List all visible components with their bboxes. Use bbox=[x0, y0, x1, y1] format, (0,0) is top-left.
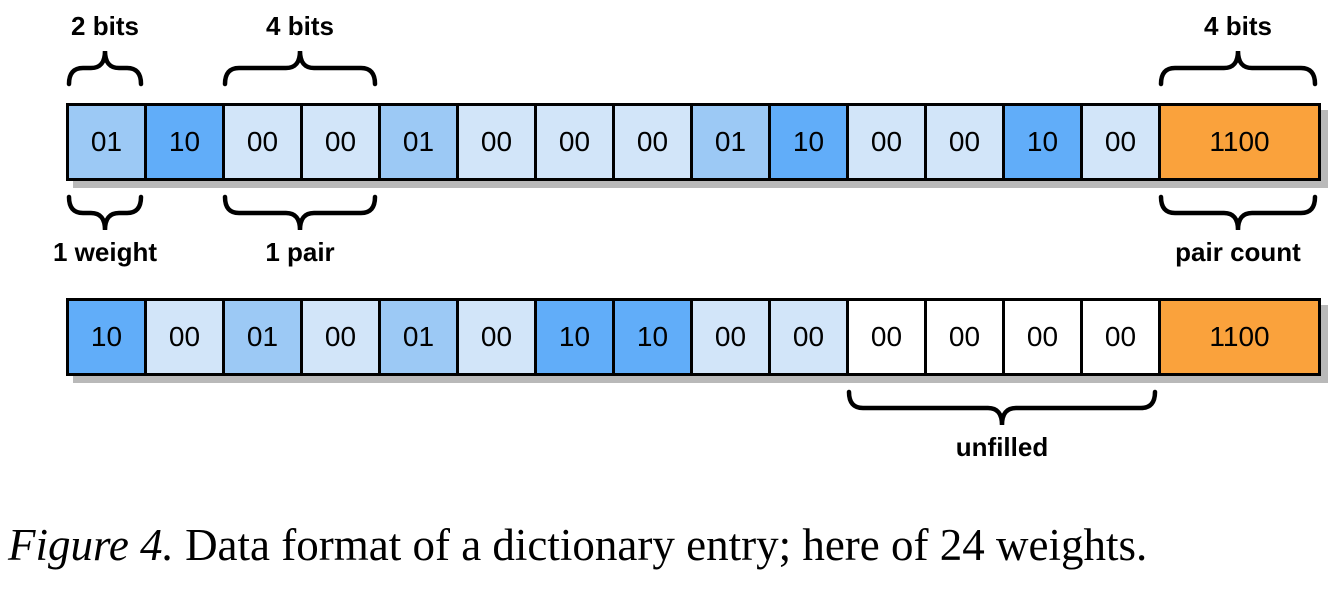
bit-cell-light: 00 bbox=[612, 103, 693, 181]
bit-cell-white: 00 bbox=[1080, 298, 1161, 376]
underbrace bbox=[66, 193, 144, 233]
bit-cell-white: 00 bbox=[1002, 298, 1083, 376]
underbrace bbox=[222, 193, 378, 233]
bit-cell-medium: 01 bbox=[378, 103, 459, 181]
bit-cell-light: 00 bbox=[924, 103, 1005, 181]
brace-label: 4 bits bbox=[1204, 11, 1272, 41]
bit-cell-light: 00 bbox=[300, 103, 381, 181]
caption-figure-number: Figure 4. bbox=[8, 520, 174, 570]
bit-cell-medium: 01 bbox=[690, 103, 771, 181]
bit-cell-white: 00 bbox=[846, 298, 927, 376]
bit-cell-dark: 10 bbox=[534, 298, 615, 376]
bit-cell-medium: 01 bbox=[378, 298, 459, 376]
bit-cell-light: 00 bbox=[456, 103, 537, 181]
bit-cell-light: 00 bbox=[222, 103, 303, 181]
brace-label: unfilled bbox=[955, 432, 1049, 462]
bit-cell-dark: 10 bbox=[144, 103, 225, 181]
bit-cell-dark: 10 bbox=[1002, 103, 1083, 181]
bit-cell-light: 00 bbox=[690, 298, 771, 376]
figure-caption: Figure 4. Data format of a dictionary en… bbox=[8, 519, 1338, 571]
bit-cell-light: 00 bbox=[768, 298, 849, 376]
bit-cell-light: 00 bbox=[300, 298, 381, 376]
bit-cell-medium: 01 bbox=[222, 298, 303, 376]
overbrace bbox=[1158, 48, 1318, 88]
bit-cell-light: 00 bbox=[1080, 103, 1161, 181]
bit-cell-light: 00 bbox=[846, 103, 927, 181]
bit-cell-dark: 10 bbox=[768, 103, 849, 181]
underbrace bbox=[846, 388, 1158, 428]
bit-cell-light: 00 bbox=[534, 103, 615, 181]
overbrace bbox=[222, 48, 378, 88]
bit-cell-orange: 1100 bbox=[1158, 103, 1321, 181]
brace-label: 1 pair bbox=[265, 237, 335, 267]
brace-label: pair count bbox=[1175, 237, 1301, 267]
bit-cell-medium: 01 bbox=[66, 103, 147, 181]
caption-text: Data format of a dictionary entry; here … bbox=[173, 520, 1148, 570]
brace-label: 4 bits bbox=[266, 11, 334, 41]
bit-cell-light: 00 bbox=[144, 298, 225, 376]
brace-label: 1 weight bbox=[52, 237, 158, 267]
brace-label: 2 bits bbox=[71, 11, 139, 41]
overbrace bbox=[66, 48, 144, 88]
bit-cell-light: 00 bbox=[456, 298, 537, 376]
bit-cell-orange: 1100 bbox=[1158, 298, 1321, 376]
bit-cell-dark: 10 bbox=[66, 298, 147, 376]
bit-cell-dark: 10 bbox=[612, 298, 693, 376]
underbrace bbox=[1158, 193, 1318, 233]
bit-cell-white: 00 bbox=[924, 298, 1005, 376]
